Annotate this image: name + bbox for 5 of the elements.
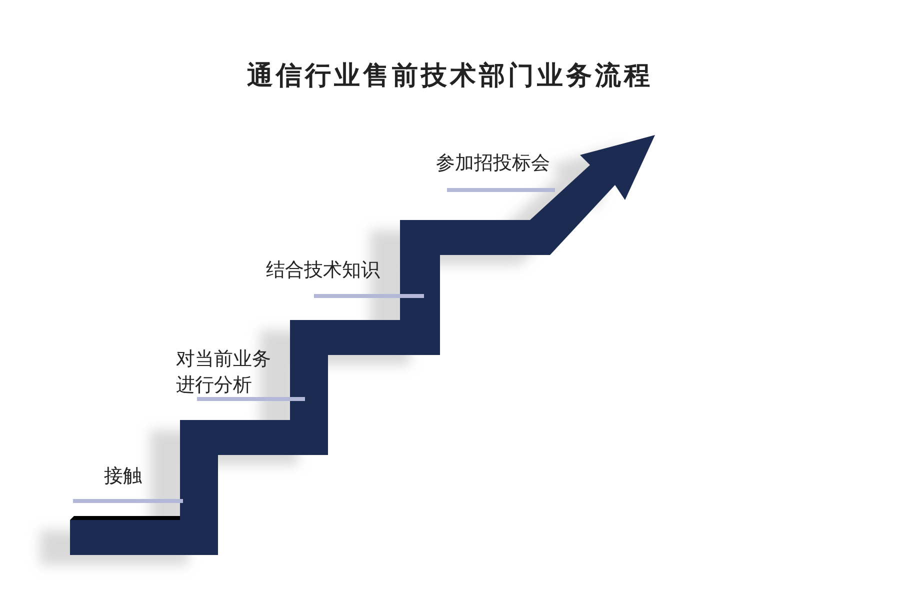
step-label: 结合技术知识 xyxy=(266,258,380,283)
step-label: 接触 xyxy=(104,464,142,489)
step-label: 对当前业务进行分析 xyxy=(176,347,272,398)
diagram-title: 通信行业售前技术部门业务流程 xyxy=(246,60,654,93)
step-label: 参加招投标会 xyxy=(436,151,550,176)
